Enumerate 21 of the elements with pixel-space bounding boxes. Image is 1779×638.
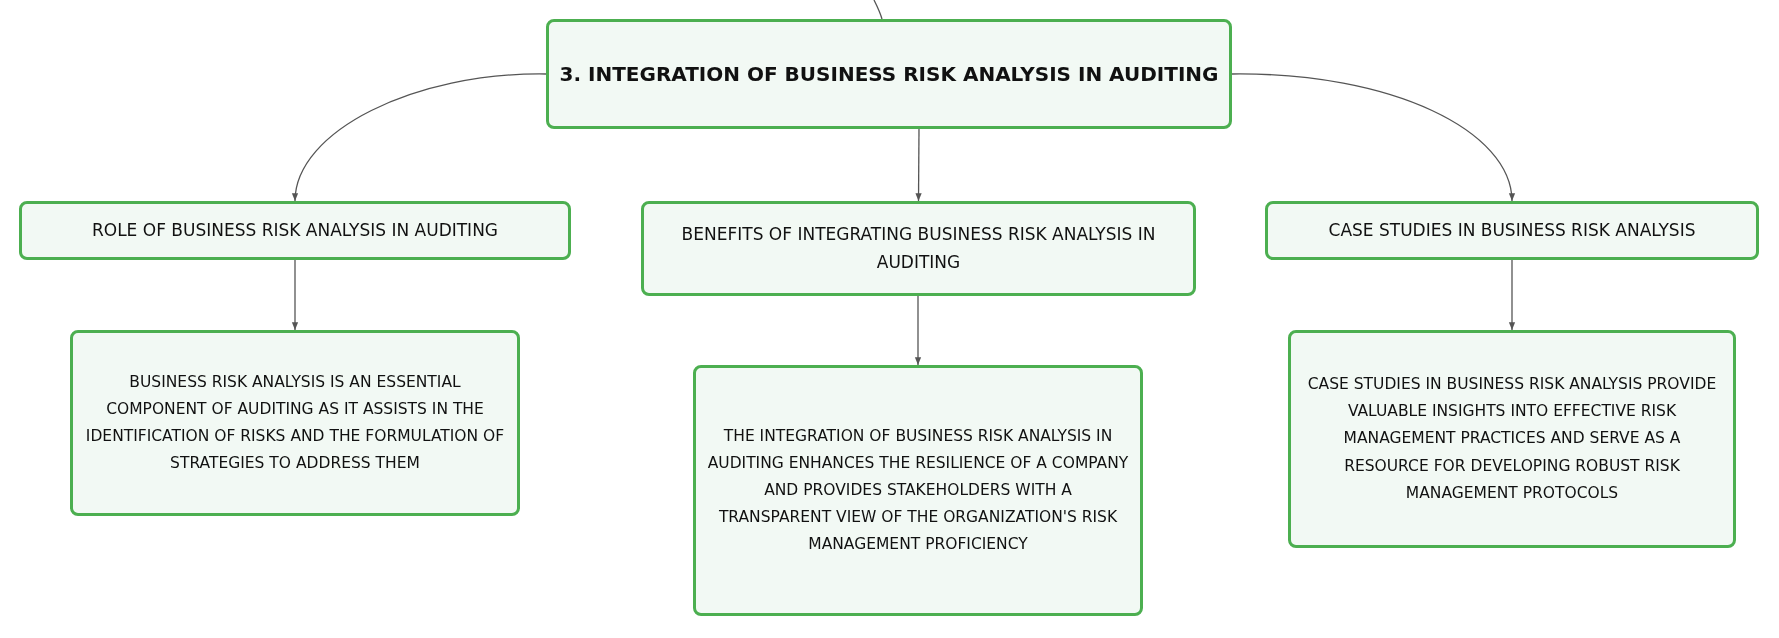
- arrow: [915, 128, 922, 202]
- description-box: [693, 365, 1143, 616]
- arrow: [1231, 73, 1514, 202]
- topic-box: [546, 19, 1232, 129]
- subtopic-box: [19, 201, 571, 260]
- subtopic-box: [1265, 201, 1759, 260]
- arrow: [914, 295, 922, 366]
- subtopic-box: [641, 201, 1196, 296]
- description-box: [70, 330, 520, 516]
- node-text: CASE STUDIES IN BUSINESS RISK ANALYSIS PROVIDE VALUABLE INSIGHTS INTO EFFECTIVE RISK MANAGEMENT PRACTICES AND SERVE AS A RESOURCE FOR DEVELOPING ROBUST RISK MANAGEMENT PROTOCOLS: [1306, 374, 1718, 504]
- node-text: BENEFITS OF INTEGRATING BUSINESS RISK ANALYSIS IN AUDITING: [680, 223, 1157, 274]
- node-text: BUSINESS RISK ANALYSIS IS AN ESSENTIAL COMPONENT OF AUDITING AS IT ASSISTS IN THE IDENTIFICATION OF RISKS AND THE FORMULATION OF STRATEGIES TO ADDRESS THEM: [84, 371, 506, 475]
- node-text: THE INTEGRATION OF BUSINESS RISK ANALYSIS IN AUDITING ENHANCES THE RESILIENCE OF A COMPANY AND PROVIDES STAKEHOLDERS WITH A TRANSPARENT VIEW OF THE ORGANIZATION'S RISK MANAGEMENT PROFICIENCY: [706, 425, 1130, 556]
- arrow: [1508, 259, 1516, 331]
- node-text: ROLE OF BUSINESS RISK ANALYSIS IN AUDITING: [91, 218, 499, 242]
- node-text: 3. INTEGRATION OF BUSINESS RISK ANALYSIS IN AUDITING: [559, 62, 1219, 86]
- description-box: [1288, 330, 1736, 548]
- arrow: [291, 259, 299, 331]
- connector-line: [873, 0, 883, 20]
- arrow: [293, 73, 547, 202]
- node-text: CASE STUDIES IN BUSINESS RISK ANALYSIS: [1328, 218, 1696, 242]
